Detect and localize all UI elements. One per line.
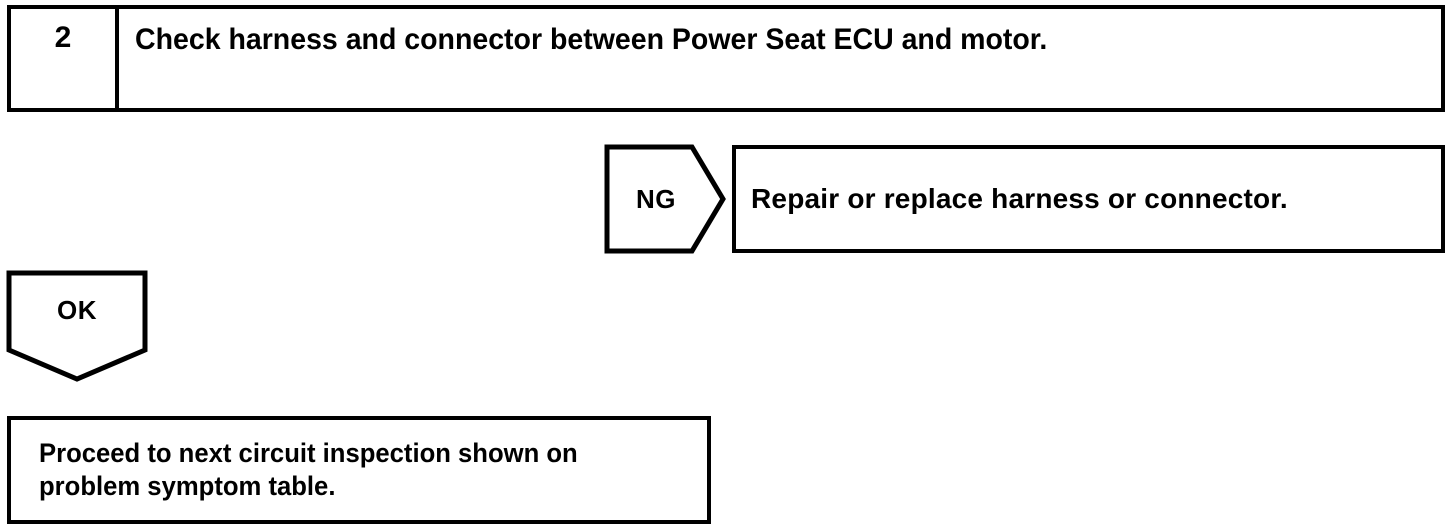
ok-pentagon-icon [6,270,148,382]
ok-result-text-line-1: Proceed to next circuit inspection shown… [39,438,578,469]
ng-pentagon-icon [604,144,726,254]
ng-branch-label: NG [636,183,676,214]
ng-result-box: Repair or replace harness or connector. [732,145,1445,253]
ok-result-text-line-2: problem symptom table. [39,471,336,501]
ok-branch-arrow: OK [6,270,148,382]
step-number: 2 [54,21,72,54]
step-box: 2 Check harness and connector between Po… [7,5,1445,112]
step-instruction-text: Check harness and connector between Powe… [135,23,1048,56]
step-number-cell: 2 [11,9,119,108]
ok-result-box: Proceed to next circuit inspection shown… [7,416,711,524]
ok-branch-label: OK [57,294,97,325]
ng-branch-arrow: NG [604,144,726,254]
ng-result-text: Repair or replace harness or connector. [751,182,1288,214]
step-instruction-cell: Check harness and connector between Powe… [119,9,1441,108]
